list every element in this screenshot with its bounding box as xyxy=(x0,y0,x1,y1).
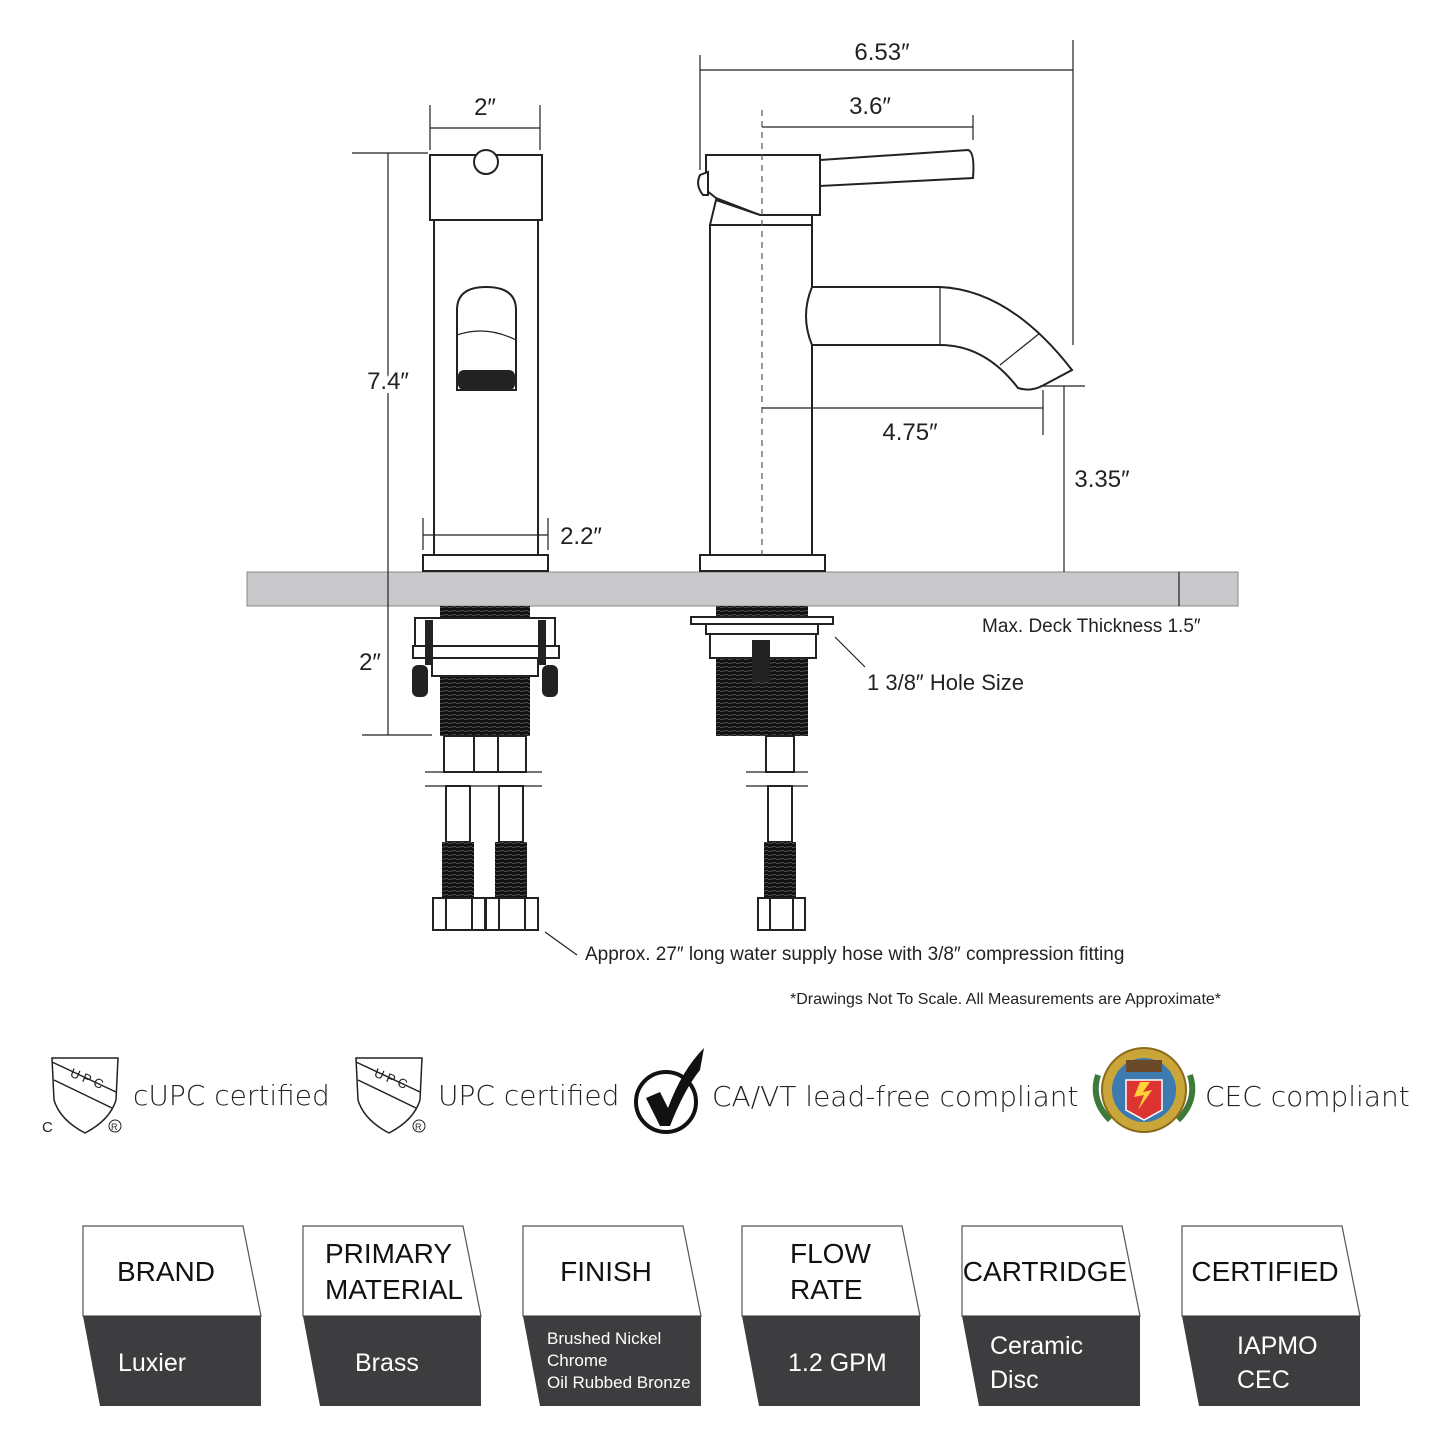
spec-card-value: Oil Rubbed Bronze xyxy=(547,1373,691,1392)
checkmark-circle-icon xyxy=(634,1048,704,1134)
upc-label: UPC certified xyxy=(438,1079,619,1112)
spec-card-value: Disc xyxy=(990,1366,1039,1394)
spec-card-title: FLOW xyxy=(790,1238,871,1269)
cec-seal-icon xyxy=(1092,1047,1196,1133)
spec-card-body xyxy=(962,1316,1140,1406)
spec-card: BRAND Luxier xyxy=(82,1225,262,1406)
spec-card-body xyxy=(83,1316,261,1406)
lead-free-label: CA/VT lead-free compliant xyxy=(712,1080,1078,1113)
base-width-label: 2.2″ xyxy=(560,523,602,550)
spec-card-title: FINISH xyxy=(560,1256,652,1287)
spec-card-value: CEC xyxy=(1237,1366,1290,1394)
spec-card-body xyxy=(1182,1316,1360,1406)
spec-card: PRIMARY MATERIAL Brass xyxy=(302,1225,482,1406)
spec-card-value: Brass xyxy=(355,1349,419,1377)
spec-card-value: Luxier xyxy=(118,1349,186,1377)
svg-text:R: R xyxy=(415,1122,422,1132)
dimension-lines xyxy=(352,40,1180,956)
height-label: 7.4″ xyxy=(367,368,409,395)
cec-label: CEC compliant xyxy=(1205,1080,1410,1113)
spout-reach-label: 4.75″ xyxy=(882,419,938,446)
total-reach-label: 6.53″ xyxy=(854,39,910,66)
spec-card-body xyxy=(523,1316,701,1406)
cupc-shield-icon: U P C C R xyxy=(42,1057,122,1136)
spec-cards: BRAND Luxier PRIMARY MATERIAL Brass FINISH Bru… xyxy=(82,1225,1361,1406)
spec-card-value: IAPMO xyxy=(1237,1332,1318,1360)
width-top-label: 2″ xyxy=(474,94,496,121)
spec-card-title: CERTIFIED xyxy=(1191,1256,1338,1287)
side-view-faucet xyxy=(690,110,1074,931)
spec-card-title: CARTRIDGE xyxy=(963,1256,1127,1287)
spec-card-value: Chrome xyxy=(547,1351,607,1370)
deck xyxy=(246,571,1239,607)
deck-thickness-note: Max. Deck Thickness 1.5″ xyxy=(982,616,1201,637)
front-view-faucet xyxy=(412,149,560,931)
spec-card-body xyxy=(742,1316,920,1406)
spec-card-body xyxy=(303,1316,481,1406)
spec-card-value: 1.2 GPM xyxy=(788,1349,887,1377)
spec-card: FLOW RATE 1.2 GPM xyxy=(741,1225,921,1406)
spec-card-title: BRAND xyxy=(117,1256,215,1287)
spout-height-label: 3.35″ xyxy=(1074,466,1130,493)
hose-note: Approx. 27″ long water supply hose with … xyxy=(585,944,1124,965)
below-deck-label: 2″ xyxy=(359,649,381,676)
handle-reach-label: 3.6″ xyxy=(849,93,891,120)
svg-text:C: C xyxy=(42,1119,53,1136)
spec-card-title: RATE xyxy=(790,1274,863,1305)
svg-text:R: R xyxy=(111,1122,118,1132)
cupc-label: cUPC certified xyxy=(133,1079,330,1112)
spec-card-title: MATERIAL xyxy=(325,1274,463,1305)
spec-card-title: PRIMARY xyxy=(325,1238,452,1269)
upc-shield-icon: U P C R xyxy=(355,1057,426,1134)
hole-size-note: 1 3/8″ Hole Size xyxy=(867,670,1024,695)
disclaimer: *Drawings Not To Scale. All Measurements… xyxy=(790,991,1221,1008)
spec-card-value: Brushed Nickel xyxy=(547,1329,661,1348)
spec-card-value: Ceramic xyxy=(990,1332,1083,1360)
spec-card: CERTIFIED IAPMO CEC xyxy=(1181,1225,1361,1406)
